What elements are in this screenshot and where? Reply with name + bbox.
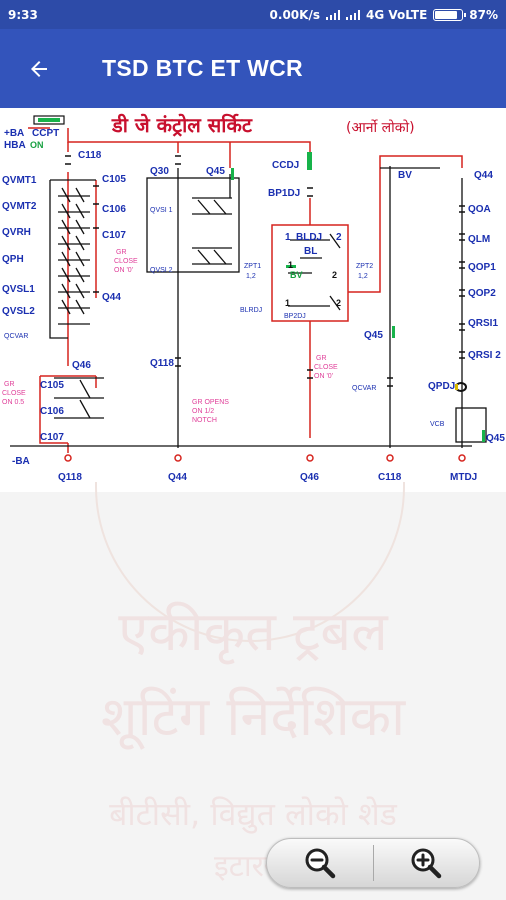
diagram-heading-note: (आर्नो लोको) bbox=[346, 119, 415, 136]
label-q44-top: Q44 bbox=[474, 170, 493, 181]
label-blrdj: BLRDJ bbox=[240, 307, 262, 314]
label-q45-right: Q45 bbox=[486, 433, 505, 444]
battery-percent: 87% bbox=[469, 7, 498, 22]
app-bar: TSD BTC ET WCR bbox=[0, 29, 506, 108]
label-qop1: QOP1 bbox=[468, 262, 496, 273]
note-gr-close0-b: CLOSE bbox=[114, 258, 138, 265]
watermark-line-2: शूटिंग निर्देशिका bbox=[100, 685, 406, 748]
label-q45-top: Q45 bbox=[206, 166, 225, 177]
battery-icon bbox=[433, 8, 467, 21]
label-c118-top: C118 bbox=[78, 150, 102, 161]
label-c106-r: C106 bbox=[102, 204, 126, 215]
label-on: ON bbox=[30, 140, 44, 150]
circuit-diagram[interactable]: डी जे कंट्रोल सर्किट (आर्नो लोको) bbox=[0, 108, 506, 492]
label-1-blrdj: 1 bbox=[285, 298, 290, 308]
network-type: 4G VoLTE bbox=[365, 7, 428, 22]
label-plus-ba: +BA bbox=[4, 128, 24, 139]
label-bp2dj: BP2DJ bbox=[284, 313, 306, 320]
label-qvmt1: QVMT1 bbox=[2, 175, 37, 186]
label-zpt2: ZPT2 bbox=[356, 263, 373, 270]
arrow-left-icon bbox=[31, 60, 47, 77]
label-bv-top: BV bbox=[398, 170, 412, 181]
diagram-heading: डी जे कंट्रोल सर्किट bbox=[111, 113, 253, 137]
label-qvsi1: QVSI 1 bbox=[150, 207, 173, 214]
label-zpt1: ZPT1 bbox=[244, 263, 261, 270]
label-bldj-2: 2 bbox=[336, 232, 342, 243]
label-zpt1-b: 1,2 bbox=[246, 273, 256, 280]
note-gr-close05-b: CLOSE bbox=[2, 390, 26, 397]
label-qvmt2: QVMT2 bbox=[2, 201, 37, 212]
label-c105-b: C105 bbox=[40, 380, 64, 391]
label-ccpt: CCPT bbox=[32, 128, 59, 139]
zoom-out-icon bbox=[305, 848, 335, 879]
label-hba: HBA bbox=[4, 140, 26, 151]
label-qcvar-small: QCVAR bbox=[4, 333, 28, 340]
note-gr-close05-c: ON 0.5 bbox=[2, 399, 24, 406]
label-2-mid: 2 bbox=[332, 270, 337, 280]
zoom-in-icon bbox=[411, 848, 442, 879]
label-2-blrdj: 2 bbox=[336, 298, 341, 308]
label-c107-r: C107 bbox=[102, 230, 126, 241]
zoom-in-button[interactable] bbox=[374, 839, 480, 887]
label-bottom-q118: Q118 bbox=[58, 472, 82, 483]
label-q30: Q30 bbox=[150, 166, 169, 177]
status-right: 0.00K/s 4G VoLTE 87% bbox=[270, 8, 498, 22]
note-gr-opens-b: ON 1/2 bbox=[192, 408, 214, 415]
label-c105-r: C105 bbox=[102, 174, 126, 185]
label-ccdj: CCDJ bbox=[272, 160, 299, 171]
label-c107-b: C107 bbox=[40, 432, 64, 443]
status-time: 9:33 bbox=[8, 7, 38, 22]
network-speed: 0.00K/s bbox=[269, 7, 320, 22]
note-gr-opens-a: GR OPENS bbox=[192, 399, 229, 406]
label-qvsi2: QVSI 2 bbox=[150, 267, 173, 274]
watermark-line-3: बीटीसी, विद्युत लोको शेड bbox=[109, 795, 397, 833]
label-qph: QPH bbox=[2, 254, 24, 265]
label-q118-mid: Q118 bbox=[150, 358, 174, 369]
watermark-line-1: एकीकृत ट्रबल bbox=[118, 600, 388, 663]
label-qcvar: QCVAR bbox=[352, 385, 376, 392]
label-qpdj: QPDJ bbox=[428, 381, 455, 392]
label-qrsi2: QRSI 2 bbox=[468, 350, 501, 361]
label-minus-ba: -BA bbox=[12, 456, 30, 467]
note-gr-close05-a: GR bbox=[4, 381, 15, 388]
label-zpt2-b: 1,2 bbox=[358, 273, 368, 280]
note-gr-close0-c: ON '0' bbox=[114, 267, 133, 274]
label-qop2: QOP2 bbox=[468, 288, 496, 299]
label-qvrh: QVRH bbox=[2, 227, 31, 238]
note-gr-opens-c: NOTCH bbox=[192, 417, 217, 424]
label-bottom-q46: Q46 bbox=[300, 472, 319, 483]
label-bv-green: BV bbox=[290, 270, 303, 280]
note-gr-close0-a: GR bbox=[116, 249, 127, 256]
label-q45-mid: Q45 bbox=[364, 330, 383, 341]
label-qlm: QLM bbox=[468, 234, 490, 245]
label-qvsl1: QVSL1 bbox=[2, 284, 35, 295]
back-button[interactable] bbox=[24, 54, 54, 84]
label-c106-b: C106 bbox=[40, 406, 64, 417]
label-qoa: QOA bbox=[468, 204, 491, 215]
signal-icon-2 bbox=[345, 9, 360, 20]
circuit-diagram-svg: डी जे कंट्रोल सर्किट (आर्नो लोको) bbox=[2, 113, 505, 483]
label-bl: BL bbox=[304, 246, 317, 257]
status-bar: 9:33 0.00K/s 4G VoLTE 87% bbox=[0, 0, 506, 29]
label-q46-mid: Q46 bbox=[72, 360, 91, 371]
label-bottom-q44: Q44 bbox=[168, 472, 187, 483]
note-gr-close0m-b: CLOSE bbox=[314, 364, 338, 371]
signal-icon bbox=[325, 9, 340, 20]
label-vcb: VCB bbox=[430, 421, 445, 428]
zoom-out-button[interactable] bbox=[267, 839, 373, 887]
label-qvsl2: QVSL2 bbox=[2, 306, 35, 317]
label-qrsi1: QRSI1 bbox=[468, 318, 498, 329]
note-gr-close0m-a: GR bbox=[316, 355, 327, 362]
page-title: TSD BTC ET WCR bbox=[102, 55, 303, 81]
label-q44-r: Q44 bbox=[102, 292, 121, 303]
zoom-controls bbox=[266, 838, 480, 888]
label-1-mid: 1 bbox=[288, 260, 293, 270]
label-bottom-mtdj: MTDJ bbox=[450, 472, 477, 483]
note-gr-close0m-c: ON '0' bbox=[314, 373, 333, 380]
label-bp1dj: BP1DJ bbox=[268, 188, 300, 199]
zoom-separator bbox=[372, 845, 374, 881]
label-bldj-1: 1 bbox=[285, 232, 291, 243]
label-bldj: BLDJ bbox=[296, 232, 322, 243]
label-bottom-c118: C118 bbox=[378, 472, 402, 483]
